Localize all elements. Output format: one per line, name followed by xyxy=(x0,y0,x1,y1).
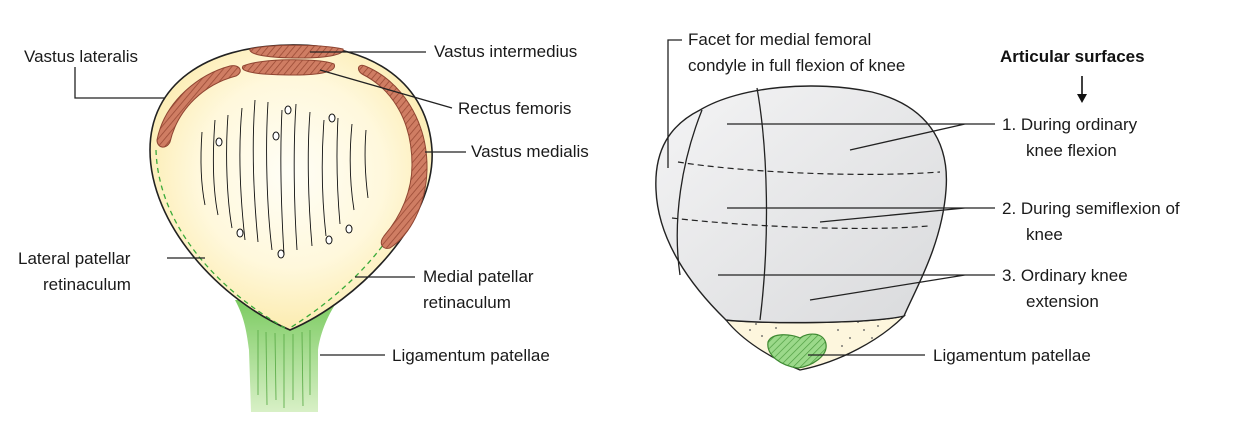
label-surface-2-line1: 2. During semiflexion of xyxy=(1002,199,1180,218)
label-facet-medial-1: Facet for medial femoral xyxy=(688,30,871,49)
label-facet-medial-2: condyle in full flexion of knee xyxy=(688,56,905,75)
vertical-ridge xyxy=(756,87,768,321)
leader-rectus-femoris xyxy=(319,69,453,109)
label-vastus-medialis: Vastus medialis xyxy=(471,142,589,161)
leader-facet-medial xyxy=(667,39,682,168)
ligamentum-patellae-attachment xyxy=(767,333,827,369)
patella-outline xyxy=(149,44,433,331)
facet-divider-upper xyxy=(677,161,941,175)
apex-stipple xyxy=(749,321,879,347)
rectus-femoris-muscle xyxy=(241,59,335,76)
vastus-lateralis-muscle xyxy=(156,65,241,148)
label-surface-1-line1: 1. During ordinary xyxy=(1002,115,1138,134)
ligament-fibers xyxy=(257,330,311,408)
medial-patellar-retinaculum-line xyxy=(289,199,411,329)
vastus-medialis-muscle xyxy=(357,64,428,249)
down-arrow-icon xyxy=(1077,76,1087,103)
label-ligamentum-patellae-right: Ligamentum patellae xyxy=(933,346,1091,365)
label-vastus-intermedius: Vastus intermedius xyxy=(434,42,577,61)
label-surface-3-line1: 3. Ordinary knee xyxy=(1002,266,1128,285)
label-surface-3-line2: extension xyxy=(1026,292,1099,311)
vascular-foramina xyxy=(215,105,353,259)
label-surface-2-line2: knee xyxy=(1026,225,1063,244)
ligamentum-patellae-left xyxy=(235,300,338,412)
label-surface-1-line2: knee flexion xyxy=(1026,141,1117,160)
leader-vastus-lateralis xyxy=(74,67,165,99)
heading-articular-surfaces: Articular surfaces xyxy=(1000,47,1145,66)
label-rectus-femoris: Rectus femoris xyxy=(458,99,571,118)
vastus-intermedius-muscle xyxy=(249,44,344,59)
label-ligamentum-patellae-left: Ligamentum patellae xyxy=(392,346,550,365)
label-lateral-patellar-retinaculum-1: Lateral patellar xyxy=(18,249,131,268)
left-patella-figure: Vastus lateralis Vastus intermedius Rect… xyxy=(18,42,589,412)
label-lateral-patellar-retinaculum-2: retinaculum xyxy=(43,275,131,294)
patella-trabeculae xyxy=(200,99,369,256)
label-medial-patellar-retinaculum-2: retinaculum xyxy=(423,293,511,312)
medial-facet-ridge xyxy=(676,109,703,276)
label-vastus-lateralis: Vastus lateralis xyxy=(24,47,138,66)
label-medial-patellar-retinaculum-1: Medial patellar xyxy=(423,267,534,286)
articular-surface xyxy=(655,85,948,324)
right-patella-figure: Articular surfaces Facet for medial femo… xyxy=(655,30,1180,371)
